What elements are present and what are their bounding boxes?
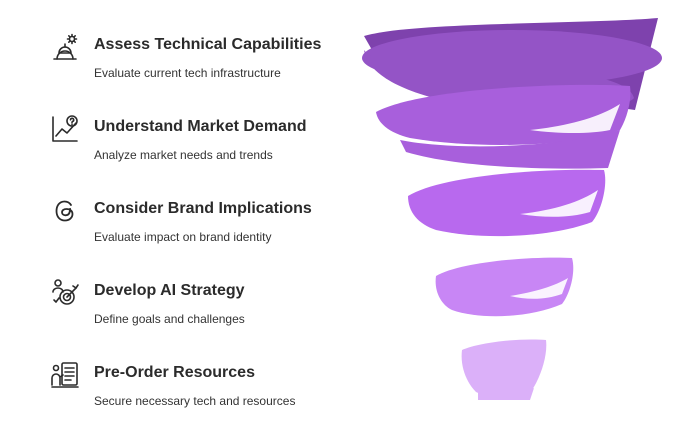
step-ai-strategy: Develop AI Strategy Define goals and cha… xyxy=(50,278,350,348)
step-description: Evaluate current tech infrastructure xyxy=(94,66,281,80)
strategy-target-icon xyxy=(50,278,80,308)
step-description: Analyze market needs and trends xyxy=(94,148,273,162)
threads-logo-icon xyxy=(50,196,80,226)
step-title: Pre-Order Resources xyxy=(94,364,255,381)
step-title: Develop AI Strategy xyxy=(94,282,245,299)
funnel-band-5 xyxy=(461,339,547,400)
step-title: Consider Brand Implications xyxy=(94,200,312,217)
step-title: Understand Market Demand xyxy=(94,118,307,135)
funnel-band-4 xyxy=(435,257,574,317)
step-brand-implications: Consider Brand Implications Evaluate imp… xyxy=(50,196,350,266)
spiral-funnel-graphic xyxy=(362,18,662,400)
funnel-band-2 xyxy=(376,84,631,169)
step-assess-technical: Assess Technical Capabilities Evaluate c… xyxy=(50,32,350,102)
construction-worker-icon xyxy=(50,32,80,62)
step-description: Define goals and challenges xyxy=(94,312,245,326)
clipboard-list-icon xyxy=(50,360,80,390)
step-pre-order: Pre-Order Resources Secure necessary tec… xyxy=(50,360,350,430)
step-market-demand: Understand Market Demand Analyze market … xyxy=(50,114,350,184)
step-description: Evaluate impact on brand identity xyxy=(94,230,272,244)
step-description: Secure necessary tech and resources xyxy=(94,394,296,408)
step-title: Assess Technical Capabilities xyxy=(94,36,322,53)
funnel-band-3 xyxy=(408,169,606,237)
market-chart-question-icon xyxy=(50,114,80,144)
